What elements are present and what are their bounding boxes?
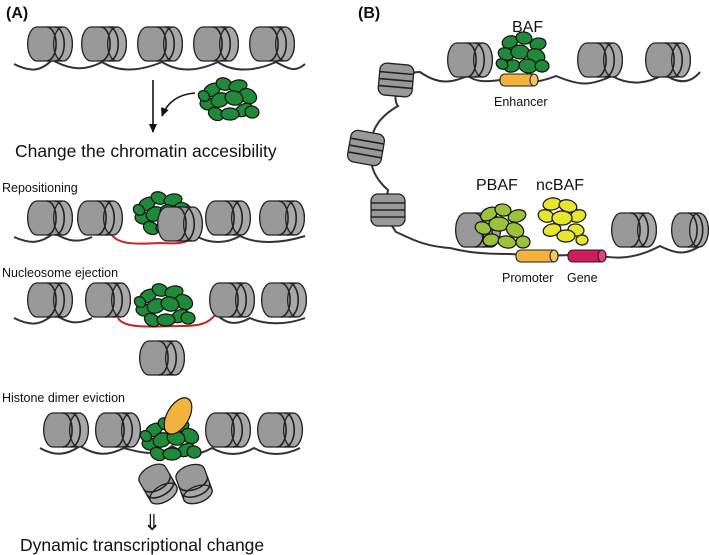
histone-dimer [163, 397, 193, 435]
mechanism-label-ejection: Nucleosome ejection [2, 266, 118, 280]
nucleosome-row-repositioning [27, 191, 306, 242]
nucleosome [137, 26, 184, 62]
nucleosome [209, 282, 256, 318]
mechanism-label-dimer-eviction: Histone dimer eviction [2, 391, 125, 405]
nucleosome [138, 463, 178, 505]
nucleosome [95, 412, 142, 448]
nucleosome [370, 193, 406, 227]
complex-subunit [510, 44, 530, 60]
enhancer-element [499, 73, 539, 87]
complex-subunit [556, 229, 576, 243]
complex-subunit [495, 58, 509, 70]
complex-subunit [224, 90, 244, 106]
complex-subunit [505, 222, 525, 238]
complex-subunit [551, 210, 573, 226]
enhancer-label: Enhancer [494, 95, 548, 109]
nucleosome-row-dimer-eviction [43, 397, 304, 505]
nucleosome-row-ejection [27, 282, 308, 376]
complex-subunit [186, 445, 202, 459]
complex-subunit [160, 296, 180, 312]
gene-element [567, 249, 607, 263]
nucleosome [671, 212, 709, 248]
dna-strand-loop [369, 70, 704, 259]
complex-subunit [197, 89, 211, 103]
complex-subunit [244, 105, 260, 119]
complex-subunit [132, 203, 146, 217]
nucleosome [447, 42, 494, 78]
nucleosome [205, 412, 252, 448]
complex-subunit [534, 59, 550, 73]
complex-subunit [180, 311, 196, 325]
curved-arrow [161, 92, 196, 117]
complex-subunit [162, 447, 182, 461]
outcome-arrow: ⇓ [143, 510, 161, 535]
nucleosome [175, 463, 213, 505]
promoter-label: Promoter [502, 271, 553, 285]
complex-subunit [180, 427, 200, 445]
nucleosome [139, 340, 186, 376]
remodeler-complex-free [197, 77, 260, 122]
nucleosome [193, 26, 240, 62]
complex-subunit [139, 429, 153, 443]
baf-label: BAF [512, 19, 543, 36]
nucleosome [205, 200, 252, 236]
outcome-title: Dynamic transcriptional change [20, 535, 264, 555]
complex-subunit [220, 107, 240, 121]
complex-subunit [156, 313, 176, 327]
panel-a-label: (A) [6, 5, 28, 22]
nucleosome [577, 42, 624, 78]
nucleosome [77, 200, 124, 236]
complex-subunit [507, 209, 527, 223]
complex-subunit [542, 223, 562, 237]
nucleosome [377, 62, 415, 98]
nucleosome [157, 206, 204, 242]
ncbaf-label: ncBAF [536, 177, 584, 194]
nucleosome-row-top [27, 26, 296, 62]
complex-subunit [174, 293, 194, 311]
mechanism-label-repositioning: Repositioning [2, 181, 78, 195]
baf-complex [495, 31, 550, 74]
nucleosome [27, 282, 74, 318]
promoter-element [515, 249, 559, 263]
ejected-dna-segment [117, 313, 217, 328]
pbaf-label: PBAF [476, 177, 518, 194]
complex-subunit [238, 87, 258, 105]
complex-subunit [515, 31, 533, 45]
ncbaf-complex [537, 197, 589, 246]
panel-b-label: (B) [358, 5, 380, 22]
nucleosome [645, 42, 692, 78]
complex-subunit [133, 295, 147, 309]
nucleosome [611, 212, 658, 248]
nucleosome [261, 282, 308, 318]
pbaf-complex [474, 203, 531, 249]
gene-label: Gene [567, 271, 598, 285]
nucleosome [259, 200, 306, 236]
complex-subunit [474, 221, 492, 235]
nucleosome [85, 282, 132, 318]
nucleosome [43, 412, 90, 448]
complex-subunit [515, 235, 531, 249]
nucleosome [27, 200, 74, 236]
nucleosome [81, 26, 128, 62]
nucleosome [249, 26, 296, 62]
nucleosome [27, 26, 74, 62]
main-effect-title: Change the chromatin accesibility [15, 141, 277, 161]
nucleosome [346, 129, 386, 167]
complex-subunit [494, 203, 512, 217]
complex-subunit [575, 234, 589, 246]
nucleosome [257, 412, 304, 448]
